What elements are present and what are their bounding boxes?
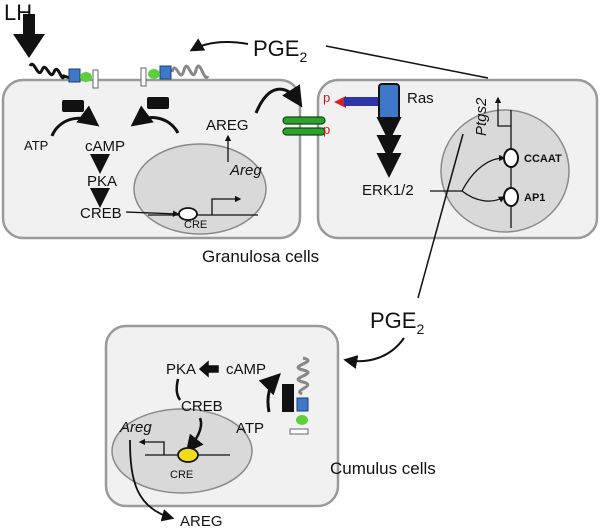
lh-label: LH — [4, 0, 32, 25]
ras-icon — [378, 83, 400, 121]
adenylyl-cyclase-2-icon — [147, 97, 169, 109]
erk-label: ERK1/2 — [362, 182, 414, 199]
cumulus-creb-label: CREB — [181, 398, 223, 415]
egf-receptor-icon — [282, 116, 326, 136]
adenylyl-cyclase-2-marker-icon — [140, 67, 147, 87]
cumulus-g-protein-icon — [296, 397, 309, 412]
lh-receptor-icon — [28, 62, 71, 80]
cumulus-areg-gene-label: Areg — [119, 419, 152, 436]
granulosa-nucleus-right — [440, 109, 570, 233]
receptor-kinase-bar-icon — [344, 97, 382, 106]
cumulus-areg-out-label: AREG — [180, 513, 223, 530]
ap1-label: AP1 — [524, 192, 545, 204]
gtp-icon — [80, 72, 92, 82]
phospho-top-label: p — [323, 90, 330, 105]
ccaat-label: CCAAT — [524, 153, 562, 165]
camp-label: cAMP — [85, 138, 125, 155]
cre-element-icon — [178, 207, 198, 221]
arrow-camp-pka-cumulus-icon — [198, 360, 219, 378]
atp-label: ATP — [24, 138, 48, 153]
creb-label: CREB — [80, 205, 122, 222]
cumulus-gtp-icon — [296, 415, 308, 425]
ras-label: Ras — [407, 90, 434, 107]
cumulus-atp-label: ATP — [236, 420, 264, 437]
phospho-bottom-label: p — [323, 122, 330, 137]
adenylyl-cyclase-icon — [92, 69, 99, 89]
adenylyl-cyclase-left-icon — [62, 100, 84, 112]
pge2-bottom-label: PGE2 — [370, 308, 424, 337]
cumulus-caption: Cumulus cells — [330, 459, 436, 478]
phospho-triangle-icon — [334, 96, 346, 108]
cumulus-cre-label: CRE — [170, 469, 193, 481]
cre-label: CRE — [184, 219, 207, 231]
cumulus-pka-label: PKA — [166, 361, 196, 378]
areg-gene-label: Areg — [229, 162, 262, 179]
cumulus-pge2-receptor-icon — [296, 356, 310, 396]
cumulus-ac-marker-icon — [289, 428, 309, 435]
ccaat-element-icon — [503, 148, 519, 168]
granulosa-caption: Granulosa cells — [202, 247, 319, 266]
cumulus-cre-element-icon — [177, 447, 199, 463]
granulosa-nucleus-left — [133, 143, 267, 235]
areg-protein-label: AREG — [206, 117, 249, 134]
g-protein-2-icon — [159, 65, 172, 80]
cumulus-adenylyl-cyclase-icon — [282, 384, 294, 412]
pge2-top-label: PGE2 — [253, 36, 307, 65]
lh-arrow-icon — [13, 14, 45, 58]
cumulus-camp-label: cAMP — [226, 361, 266, 378]
pka-label: PKA — [87, 173, 117, 190]
gtp-2-icon — [148, 69, 160, 79]
pge2-receptor-icon — [170, 64, 210, 79]
g-protein-icon — [68, 68, 81, 83]
ptgs2-label: Ptgs2 — [473, 97, 490, 136]
ap1-element-icon — [503, 187, 519, 207]
